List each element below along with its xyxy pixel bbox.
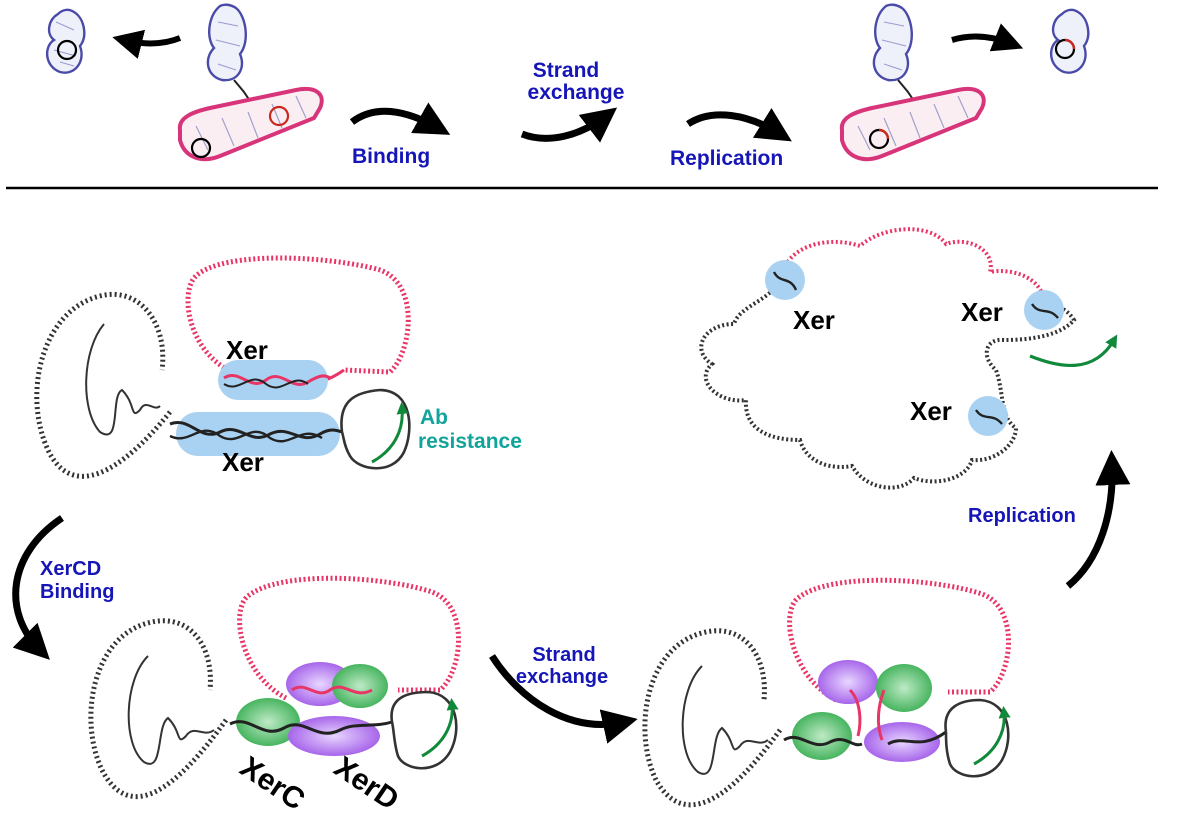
xerc-label: XerC [234,750,311,817]
phage-attached [206,3,253,105]
xer-label-lower: Xer [222,447,264,477]
resistance-label-line2: resistance [418,430,522,453]
xerc-protein-lower [236,698,300,746]
strand-exchanged-complex [642,577,1011,808]
top-panel: Binding Strand exchange Replication [46,3,1090,170]
host-chromosome-circle [190,137,212,159]
binding-arrow [349,102,451,135]
integration-site-circle [268,105,290,127]
xer-label-left: Xer [793,305,835,335]
xerd-label: XerD [328,750,405,817]
xer-label-right: Xer [961,297,1003,327]
xercd-bound-complex: XerC XerD [88,575,461,817]
xerc-exchanged-lower [792,712,852,760]
release-arrow-right [951,23,1024,52]
replication-label: Replication [670,147,783,170]
xerd-exchanged-upper [818,660,878,704]
phage-dna-loop [185,255,411,375]
initial-complex: Xer Xer Ab resistance [34,255,522,479]
exchange-label-line1: Strand [532,644,595,666]
xercd-label-line1: XerCD [40,558,101,580]
exchange-label-line2: exchange [516,666,608,688]
strand-exchange-label-line1: Strand [533,59,600,82]
phage-detached-right [1050,8,1090,74]
release-arrow-left [112,29,182,59]
xerc-exchanged-upper [876,664,932,712]
xercd-label-line2: Binding [40,581,114,603]
integrated-resistance-arrow [1029,334,1118,368]
phage-detached-left [46,8,86,74]
phage-attached-after [872,3,917,105]
xerc-protein-upper [332,664,388,708]
bacterium-before [177,87,324,162]
xer-site-host [176,412,340,456]
binding-label: Binding [352,145,430,168]
integrated-phage-segment [780,227,1046,301]
xercd-binding-arrow [12,515,64,660]
replication-arrow [686,108,792,142]
xer-label-center: Xer [910,396,952,426]
resistance-arrow [371,402,409,464]
replication-step-label: Replication [968,505,1076,527]
strand-exchange-label-line2: exchange [528,81,625,104]
xer-site-phage [218,360,328,400]
bacterium-after [839,87,986,162]
strand-exchange-arrow [520,107,618,143]
resistance-label-line1: Ab [420,406,448,429]
phage-genome-circle [56,39,78,61]
xerd-protein-lower [288,716,380,756]
resistance-gene-loop [340,388,411,470]
xer-label-upper: Xer [226,335,268,365]
integrated-chromosome: Xer Xer Xer [699,227,1118,490]
host-chromosome-integrated [699,273,1077,490]
host-chromosome-loop [34,291,172,479]
exchange-arrow [489,654,638,744]
replication-arrow-bottom [1065,450,1131,589]
